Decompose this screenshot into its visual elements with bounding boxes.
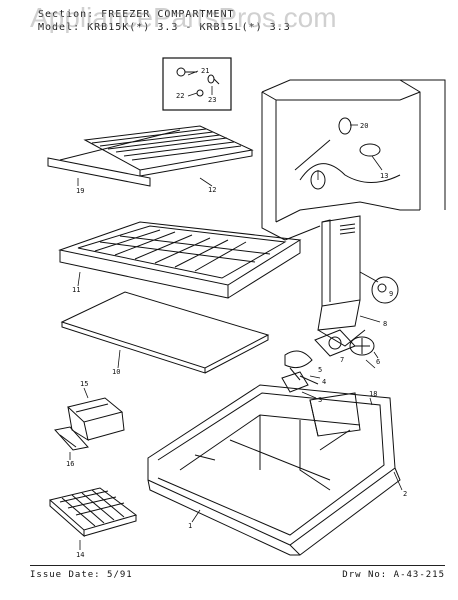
- bin-cover-strip: [54, 426, 89, 451]
- callout-20: 20: [360, 122, 368, 130]
- freezer-shelf: [58, 221, 302, 299]
- fan-motor-assembly: [281, 329, 375, 393]
- callout-14: 14: [76, 551, 84, 559]
- callout-4: 4: [322, 378, 326, 386]
- inset-detail-box: [162, 57, 232, 111]
- callout-6: 6: [376, 358, 380, 366]
- callout-7: 7: [340, 356, 344, 364]
- leader-lines: [69, 70, 403, 550]
- callout-12: 12: [208, 186, 216, 194]
- freezer-cabinet: [261, 79, 446, 241]
- callout-15: 15: [80, 380, 88, 388]
- diagram-footer: Issue Date: 5/91 Drw No: A-43-215: [30, 565, 445, 585]
- callout-9: 9: [389, 290, 393, 298]
- diagram-header: Section: FREEZER COMPARTMENT Model: KRB1…: [38, 8, 438, 46]
- callout-21: 21: [201, 67, 209, 75]
- callout-10: 10: [112, 368, 120, 376]
- small-bin: [66, 397, 125, 442]
- callout-2: 2: [403, 490, 407, 498]
- callout-3: 3: [318, 396, 322, 404]
- callout-8: 8: [383, 320, 387, 328]
- callout-numbers: 21 22 23 20 13 19 12 11 10 9 8 6 7 5 4 3…: [66, 67, 407, 559]
- model-line: Model: KRB15K(*) 3.3 - KRB15L(*) 3.3: [38, 22, 291, 33]
- freezer-floor-pan: [147, 384, 401, 556]
- ice-cube-tray: [48, 487, 138, 538]
- callout-5: 5: [318, 366, 322, 374]
- callout-23: 23: [208, 96, 216, 104]
- callout-1: 1: [188, 522, 192, 530]
- callout-18: 18: [369, 390, 377, 398]
- shelf-liner: [60, 291, 270, 374]
- issue-date: Issue Date: 5/91: [30, 570, 133, 580]
- callout-22: 22: [176, 92, 184, 100]
- callout-13: 13: [380, 172, 388, 180]
- callout-19: 19: [76, 187, 84, 195]
- callout-16: 16: [66, 460, 74, 468]
- wire-shelf: [47, 125, 254, 187]
- drawing-number: Drw No: A-43-215: [342, 570, 445, 580]
- footer-rule: [30, 565, 445, 566]
- callout-11: 11: [72, 286, 80, 294]
- section-title: Section: FREEZER COMPARTMENT: [38, 9, 235, 20]
